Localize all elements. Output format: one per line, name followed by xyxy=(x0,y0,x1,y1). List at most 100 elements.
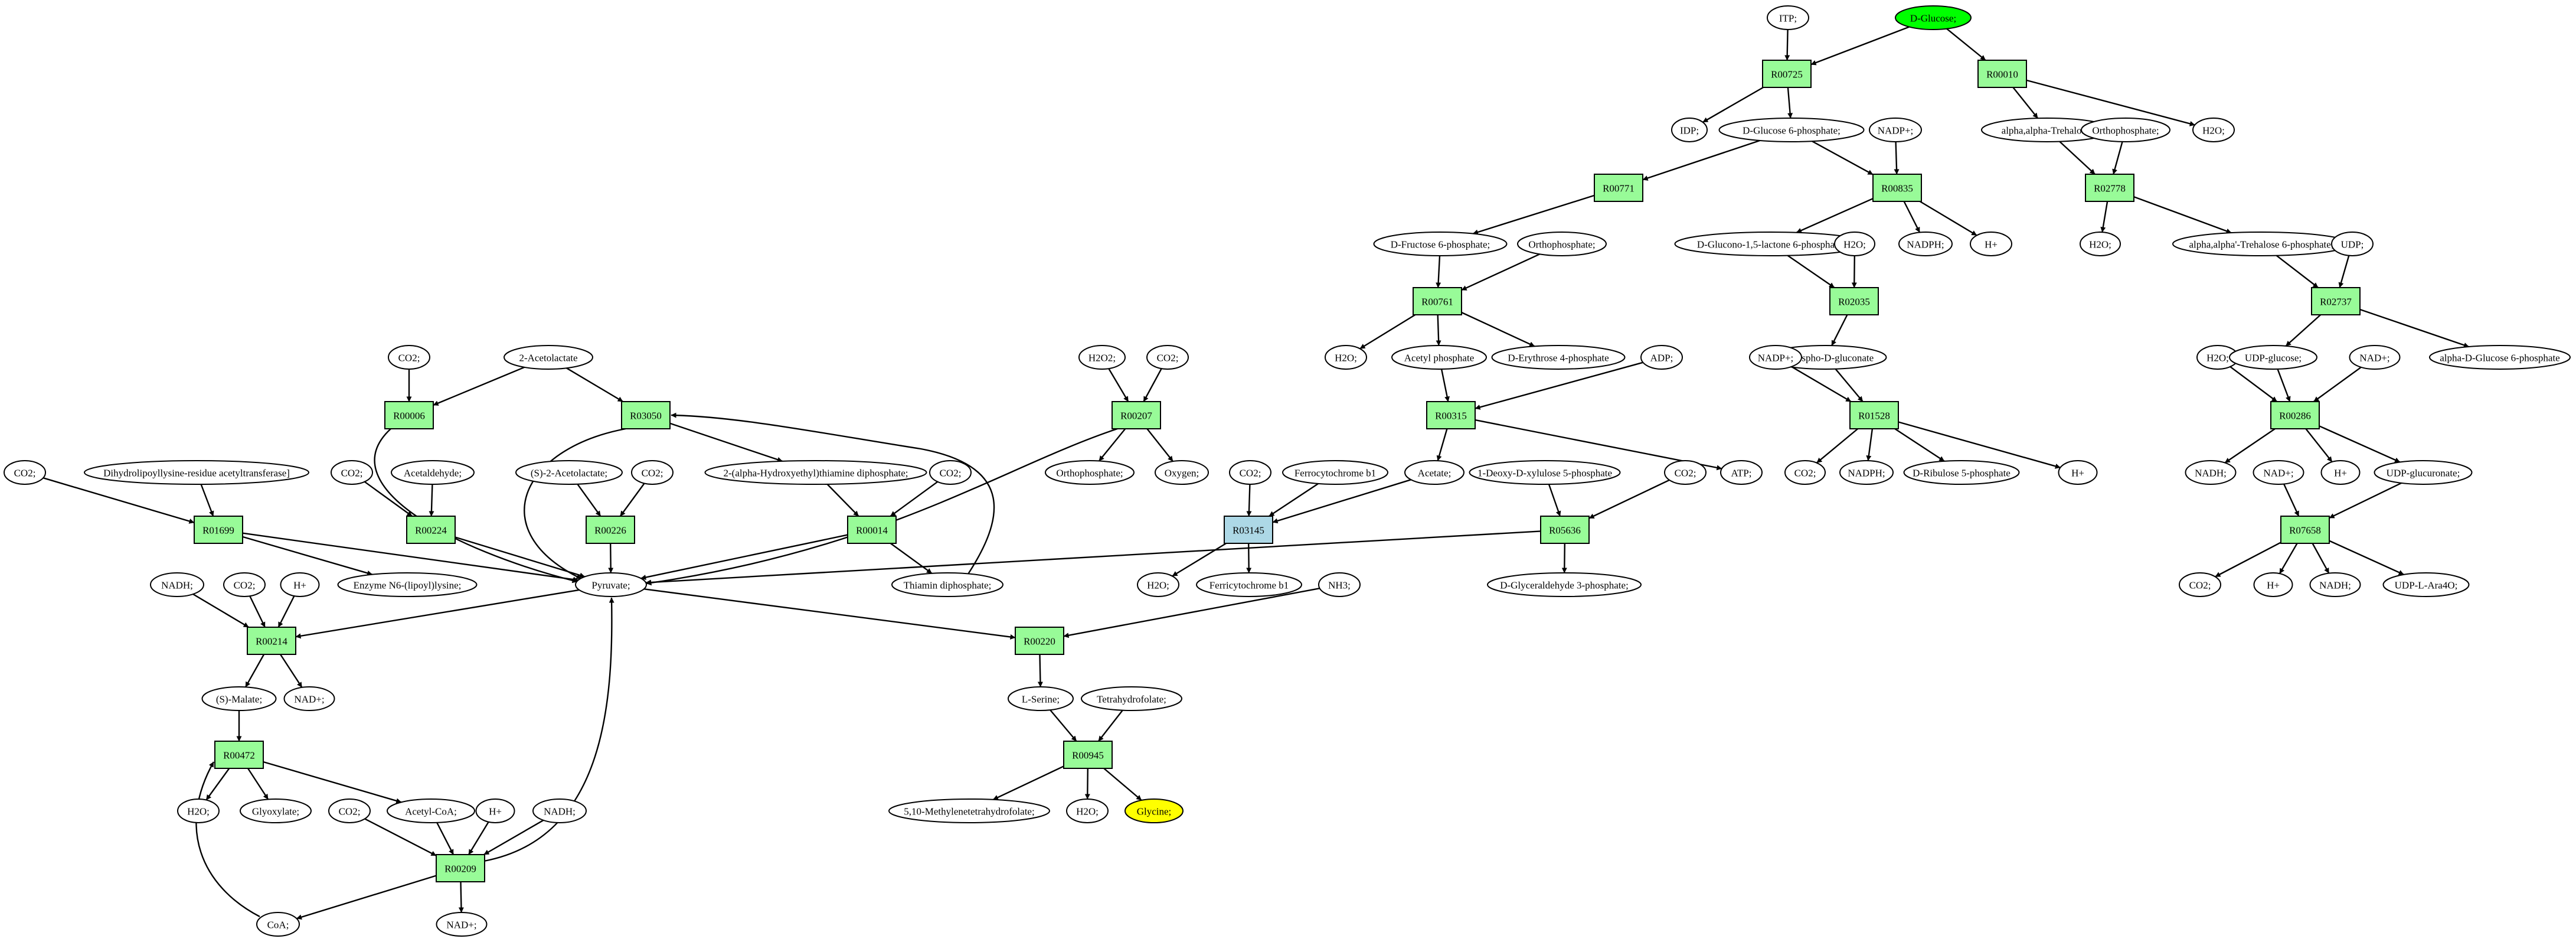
reaction-r00010[interactable]: R00010 xyxy=(1977,60,2027,88)
compound-nadh[interactable]: NADH; xyxy=(532,798,587,823)
compound-udp-l-ara4o[interactable]: UDP-L-Ara4O; xyxy=(2382,572,2470,597)
compound-co2[interactable]: CO2; xyxy=(328,798,371,823)
compound-acetate[interactable]: Acetate; xyxy=(1404,460,1464,485)
compound-5-10-methylenetetrahydrofolate[interactable]: 5,10-Methylenetetrahydrofolate; xyxy=(888,798,1050,823)
compound-s-malate[interactable]: (S)-Malate; xyxy=(201,686,277,711)
reaction-r01528[interactable]: R01528 xyxy=(1849,401,1899,429)
compound-acetaldehyde[interactable]: Acetaldehyde; xyxy=(391,460,475,485)
reaction-r03050[interactable]: R03050 xyxy=(621,401,671,429)
reaction-r00226[interactable]: R00226 xyxy=(586,516,635,544)
compound-nad[interactable]: NAD+; xyxy=(2349,345,2401,370)
compound-nadph[interactable]: NADPH; xyxy=(1839,460,1894,485)
compound-co2[interactable]: CO2; xyxy=(1229,460,1271,485)
compound-co2[interactable]: CO2; xyxy=(223,572,266,597)
compound-nad[interactable]: NAD+; xyxy=(436,912,488,937)
reaction-r00945[interactable]: R00945 xyxy=(1063,741,1113,769)
compound-h2o[interactable]: H2O; xyxy=(1066,798,1109,823)
reaction-r05636[interactable]: R05636 xyxy=(1540,516,1590,544)
compound-d-fructose-6-phosphate[interactable]: D-Fructose 6-phosphate; xyxy=(1373,232,1508,256)
reaction-r03145[interactable]: R03145 xyxy=(1224,516,1273,544)
reaction-r02035[interactable]: R02035 xyxy=(1829,287,1879,315)
compound-acetyl-coa[interactable]: Acetyl-CoA; xyxy=(387,798,475,823)
compound-glyoxylate[interactable]: Glyoxylate; xyxy=(240,798,312,823)
reaction-r00315[interactable]: R00315 xyxy=(1426,401,1476,429)
compound-2-acetolactate[interactable]: 2-Acetolactate xyxy=(504,345,593,370)
compound-h[interactable]: H+ xyxy=(2320,460,2361,485)
compound-nadp[interactable]: NADP+; xyxy=(1749,345,1802,370)
reaction-r00286[interactable]: R00286 xyxy=(2270,401,2320,429)
compound-co2[interactable]: CO2; xyxy=(331,460,373,485)
reaction-r00835[interactable]: R00835 xyxy=(1872,174,1922,202)
reaction-r00006[interactable]: R00006 xyxy=(384,401,434,429)
compound-nad[interactable]: NAD+; xyxy=(2253,460,2304,485)
compound-co2[interactable]: CO2; xyxy=(929,460,972,485)
compound-pyruvate[interactable]: Pyruvate; xyxy=(575,572,647,597)
compound-alpha-alpha-trehalose-6-phosphate[interactable]: alpha,alpha'-Trehalose 6-phosphate; xyxy=(2172,232,2351,256)
reaction-r00207[interactable]: R00207 xyxy=(1112,401,1161,429)
compound-h2o[interactable]: H2O; xyxy=(2192,118,2235,142)
compound-co2[interactable]: CO2; xyxy=(1784,460,1826,485)
reaction-r00725[interactable]: R00725 xyxy=(1762,60,1812,88)
compound-oxygen[interactable]: Oxygen; xyxy=(1155,460,1209,485)
reaction-r00224[interactable]: R00224 xyxy=(406,516,456,544)
compound-atp[interactable]: ATP; xyxy=(1720,460,1763,485)
compound-nadh[interactable]: NADH; xyxy=(2309,572,2361,597)
compound-h[interactable]: H+ xyxy=(2253,572,2293,597)
reaction-r02737[interactable]: R02737 xyxy=(2311,287,2361,315)
compound-h2o[interactable]: H2O; xyxy=(2196,345,2239,370)
compound-h[interactable]: H+ xyxy=(2058,460,2098,485)
compound-h2o[interactable]: H2O; xyxy=(2080,232,2121,256)
compound-h[interactable]: H+ xyxy=(475,798,515,823)
compound-d-glyceraldehyde-3-phosphate[interactable]: D-Glyceraldehyde 3-phosphate; xyxy=(1487,572,1642,597)
reaction-r00209[interactable]: R00209 xyxy=(436,854,485,882)
compound-nadh[interactable]: NADH; xyxy=(2185,460,2237,485)
compound-nh3[interactable]: NH3; xyxy=(1318,572,1361,597)
compound-enzyme-n6-lipoyl-lysine[interactable]: Enzyme N6-(lipoyl)lysine; xyxy=(337,572,478,597)
compound-adp[interactable]: ADP; xyxy=(1640,345,1683,370)
reaction-r02778[interactable]: R02778 xyxy=(2085,174,2134,202)
reaction-r00014[interactable]: R00014 xyxy=(847,516,897,544)
compound-nadh[interactable]: NADH; xyxy=(150,572,204,597)
compound-itp[interactable]: ITP; xyxy=(1767,5,1809,30)
compound-idp[interactable]: IDP; xyxy=(1671,118,1708,142)
reaction-r00220[interactable]: R00220 xyxy=(1015,627,1064,655)
compound-ferrocytochrome-b1[interactable]: Ferrocytochrome b1 xyxy=(1282,460,1388,485)
compound-nadph[interactable]: NADPH; xyxy=(1898,232,1953,256)
compound-orthophosphate[interactable]: Orthophosphate; xyxy=(2081,118,2170,142)
compound-udp-glucuronate[interactable]: UDP-glucuronate; xyxy=(2374,460,2473,485)
compound-h2o[interactable]: H2O; xyxy=(177,798,220,823)
compound-s-2-acetolactate[interactable]: (S)-2-Acetolactate; xyxy=(515,460,623,485)
compound-h2o[interactable]: H2O; xyxy=(1137,572,1179,597)
reaction-r00472[interactable]: R00472 xyxy=(214,741,264,769)
compound-d-ribulose-5-phosphate[interactable]: D-Ribulose 5-phosphate xyxy=(1903,460,2020,485)
compound-h2o[interactable]: H2O; xyxy=(1325,345,1367,370)
compound-nad[interactable]: NAD+; xyxy=(283,686,335,711)
compound-h[interactable]: H+ xyxy=(1970,232,2012,256)
reaction-r01699[interactable]: R01699 xyxy=(194,516,243,544)
compound-1-deoxy-d-xylulose-5-phosphate[interactable]: 1-Deoxy-D-xylulose 5-phosphate xyxy=(1469,460,1621,485)
compound-co2[interactable]: CO2; xyxy=(1146,345,1189,370)
reaction-r00214[interactable]: R00214 xyxy=(247,627,296,655)
compound-dihydrolipoyllysine-residue-acetyltransferase[interactable]: Dihydrolipoyllysine-residue acetyltransf… xyxy=(84,460,309,485)
compound-2-alpha-hydroxyethyl-thiamine-diphosphate[interactable]: 2-(alpha-Hydroxyethyl)thiamine diphospha… xyxy=(704,460,927,485)
compound-orthophosphate[interactable]: Orthophosphate; xyxy=(1517,232,1607,256)
compound-orthophosphate[interactable]: Orthophosphate; xyxy=(1045,460,1135,485)
compound-udp-glucose[interactable]: UDP-glucose; xyxy=(2229,345,2317,370)
reaction-r00771[interactable]: R00771 xyxy=(1594,174,1643,202)
compound-tetrahydrofolate[interactable]: Tetrahydrofolate; xyxy=(1081,686,1182,711)
compound-h2o2[interactable]: H2O2; xyxy=(1078,345,1126,370)
compound-acetyl-phosphate[interactable]: Acetyl phosphate xyxy=(1391,345,1487,370)
compound-d-glucose-6-phosphate[interactable]: D-Glucose 6-phosphate; xyxy=(1718,118,1865,142)
compound-co2[interactable]: CO2; xyxy=(4,460,46,485)
compound-d-glucose[interactable]: D-Glucose; xyxy=(1895,5,1972,30)
compound-ferricytochrome-b1[interactable]: Ferricytochrome b1 xyxy=(1196,572,1302,597)
compound-d-glucono-1-5-lactone-6-phosphate[interactable]: D-Glucono-1,5-lactone 6-phosphate; xyxy=(1674,232,1868,256)
compound-udp[interactable]: UDP; xyxy=(2331,232,2374,256)
compound-h[interactable]: H+ xyxy=(280,572,320,597)
reaction-r07658[interactable]: R07658 xyxy=(2280,516,2330,544)
compound-h2o[interactable]: H2O; xyxy=(1834,232,1875,256)
compound-alpha-alpha-trehalose[interactable]: alpha,alpha-Trehalose; xyxy=(1981,118,2113,142)
compound-co2[interactable]: CO2; xyxy=(631,460,674,485)
reaction-r00761[interactable]: R00761 xyxy=(1413,287,1462,315)
compound-thiamin-diphosphate[interactable]: Thiamin diphosphate; xyxy=(891,572,1003,597)
